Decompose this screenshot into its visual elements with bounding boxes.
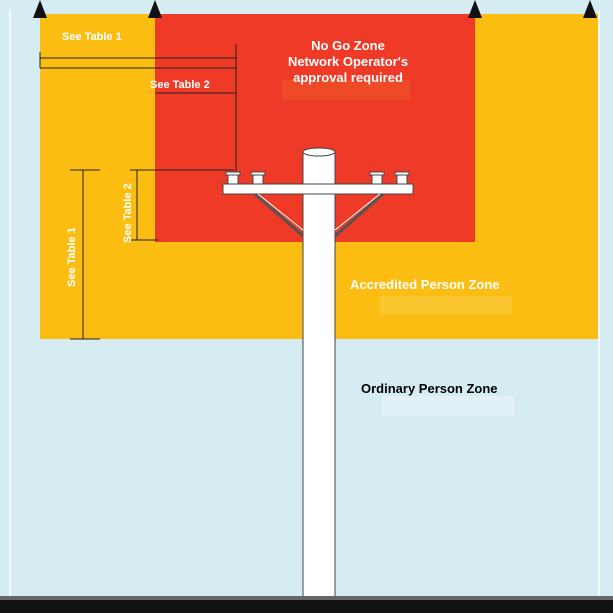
dimension-label-inner-height: See Table 2 [122,183,134,243]
ground-shadow [0,596,613,600]
pole [302,151,336,603]
label-shadow [382,396,514,416]
ground-line [0,599,613,613]
accredited-zone-label: Accredited Person Zone [350,277,500,292]
conductor-arrow-icon [583,0,597,18]
label-shadow [380,296,512,314]
pole-top [302,147,336,157]
insulator-icon [250,171,266,185]
cross-arm-brace-left [254,192,304,238]
cross-arm [222,183,414,195]
label-shadow [282,80,410,100]
dimension-label-top-width: See Table 1 [62,31,122,43]
cross-arm-brace-left-hl [257,193,304,231]
insulator-icon [394,171,410,185]
dimension-label-outer-height: See Table 1 [66,227,78,287]
dimension-label-inner-width: See Table 2 [150,79,210,91]
cross-arm-brace-right-hl [334,193,381,231]
no-go-zone-subtitle-1: Network Operator's [288,54,408,69]
conductor-arrow-icon [148,0,162,18]
no-go-zone-subtitle-2: approval required [293,70,403,85]
cross-arm-brace-right [334,192,384,238]
no-go-zone-title: No Go Zone [311,38,385,53]
conductor-arrow-icon [468,0,482,18]
conductor-arrow-icon [33,0,47,18]
ordinary-zone-label: Ordinary Person Zone [361,381,498,396]
insulator-icon [225,171,241,185]
insulator-icon [369,171,385,185]
